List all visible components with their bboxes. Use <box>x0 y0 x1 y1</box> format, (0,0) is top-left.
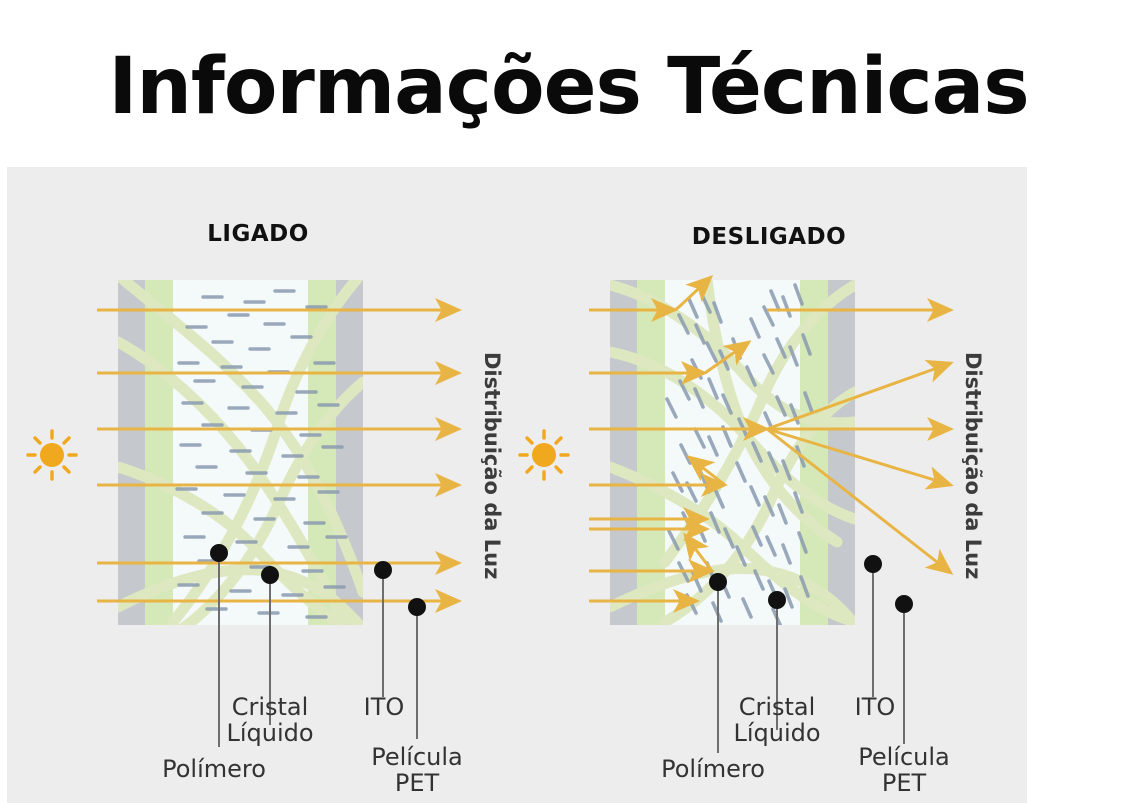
callout-polimero-desligado: Polímero <box>661 755 765 783</box>
callout-leaders-ligado <box>218 553 418 747</box>
light-rays-desligado <box>589 274 954 613</box>
callout-leaders-desligado <box>717 564 905 753</box>
callout-pelicula-pet-desligado: Película PET <box>858 743 950 797</box>
panel-heading-ligado: LIGADO <box>207 221 309 247</box>
diagram-panel: LIGADO Distribuição da Luz DESLIGADO Dis… <box>7 167 1027 803</box>
pdlc-diagram <box>26 274 954 753</box>
panel-heading-desligado: DESLIGADO <box>691 224 847 250</box>
callout-ito-ligado: ITO <box>363 693 405 721</box>
page-title: Informações Técnicas <box>108 42 1029 132</box>
sun-icon <box>26 429 78 481</box>
pet-film-layer-left-outer <box>118 280 145 625</box>
sun-icon <box>518 429 570 481</box>
ito-layer-left-inner <box>145 280 173 625</box>
callout-cristal-liquido-ligado: Cristal Líquido <box>226 693 314 747</box>
liquid-crystal-particles-aligned <box>175 289 348 619</box>
callout-pelicula-pet-ligado: Película PET <box>371 743 463 797</box>
ito-layer-left-inner <box>637 280 665 625</box>
pet-film-layer-left-outer <box>610 280 637 625</box>
callout-ito-desligado: ITO <box>854 693 896 721</box>
callout-polimero-ligado: Polímero <box>162 755 266 783</box>
callout-dots-desligado <box>709 555 913 613</box>
callout-dots-ligado <box>210 544 426 616</box>
light-rays-ligado <box>97 298 462 613</box>
callout-cristal-liquido-desligado: Cristal Líquido <box>733 693 821 747</box>
